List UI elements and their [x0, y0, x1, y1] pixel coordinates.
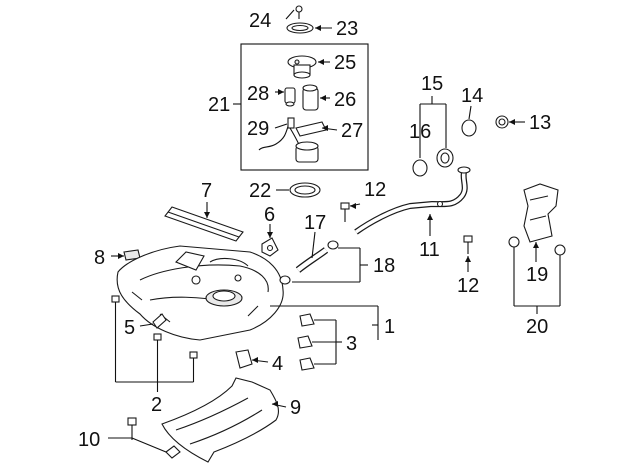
callout-5: 5: [124, 317, 135, 339]
callout-12-bottom: 12: [457, 275, 479, 297]
screw-24: [295, 5, 303, 19]
callout-17: 17: [304, 212, 326, 234]
callout-21: 21: [208, 94, 230, 116]
clamp-3c: [299, 357, 315, 371]
clamp-3b: [297, 335, 313, 349]
callout-10: 10: [78, 429, 100, 451]
filler-housing-19: [523, 183, 559, 243]
lock-ring-23: [286, 22, 314, 34]
clamp-18b: [279, 275, 291, 285]
bracket-4: [235, 349, 253, 369]
bracket-6: [261, 237, 279, 257]
arrowheads: [118, 25, 539, 407]
under-shield-9: [161, 377, 279, 463]
shield-strip-7: [164, 206, 244, 242]
bolt-12a: [340, 202, 350, 222]
callout-2: 2: [151, 394, 162, 416]
grommet-13: [495, 115, 509, 129]
clamp-18a: [327, 240, 339, 250]
callout-labels: 24 23 25 28 26 29 27 21 22 7 8 6 17 12 1…: [78, 10, 551, 451]
float-27: [295, 121, 327, 137]
callout-14: 14: [461, 85, 483, 107]
callout-12-top: 12: [364, 179, 386, 201]
callout-27: 27: [341, 120, 363, 142]
callout-22: 22: [249, 180, 271, 202]
callout-13: 13: [529, 112, 551, 134]
fuel-pump-26: [302, 84, 319, 111]
cap-16: [412, 148, 454, 177]
hose-17: [295, 247, 329, 273]
pump-assembly-box: [240, 43, 369, 171]
callout-16: 16: [409, 121, 431, 143]
pump-flange-25: [287, 55, 317, 79]
bolt-10b: [165, 445, 181, 459]
callout-4: 4: [272, 353, 283, 375]
callout-28: 28: [247, 83, 269, 105]
bolt-20b: [554, 244, 566, 256]
callout-20: 20: [526, 316, 548, 338]
clamp-3a: [299, 313, 315, 327]
bolt-12b: [463, 235, 473, 254]
leader-lines: [108, 9, 561, 453]
callout-7: 7: [201, 180, 212, 202]
gasket-22: [289, 182, 321, 198]
callout-24: 24: [249, 10, 271, 32]
callout-18: 18: [373, 255, 395, 277]
callout-3: 3: [346, 333, 357, 355]
filter-28: [284, 87, 296, 107]
callout-29: 29: [247, 118, 269, 140]
callout-1: 1: [384, 316, 395, 338]
filler-pipe-11: [354, 166, 471, 235]
bolt-2b: [153, 333, 162, 352]
pump-reservoir: [295, 141, 319, 163]
callout-23: 23: [336, 18, 358, 40]
clip-5: [152, 313, 167, 329]
callout-9: 9: [290, 397, 301, 419]
cap-14: [461, 119, 477, 137]
bolt-2c: [189, 351, 198, 368]
callout-11: 11: [419, 239, 440, 261]
callout-8: 8: [94, 247, 105, 269]
callout-19: 19: [526, 264, 548, 286]
bolt-10a: [127, 417, 137, 440]
callout-25: 25: [334, 52, 356, 74]
callout-6: 6: [264, 204, 275, 226]
bolt-2a: [111, 295, 120, 314]
callout-26: 26: [334, 89, 356, 111]
callout-15: 15: [421, 73, 443, 95]
bolt-20a: [508, 236, 520, 248]
